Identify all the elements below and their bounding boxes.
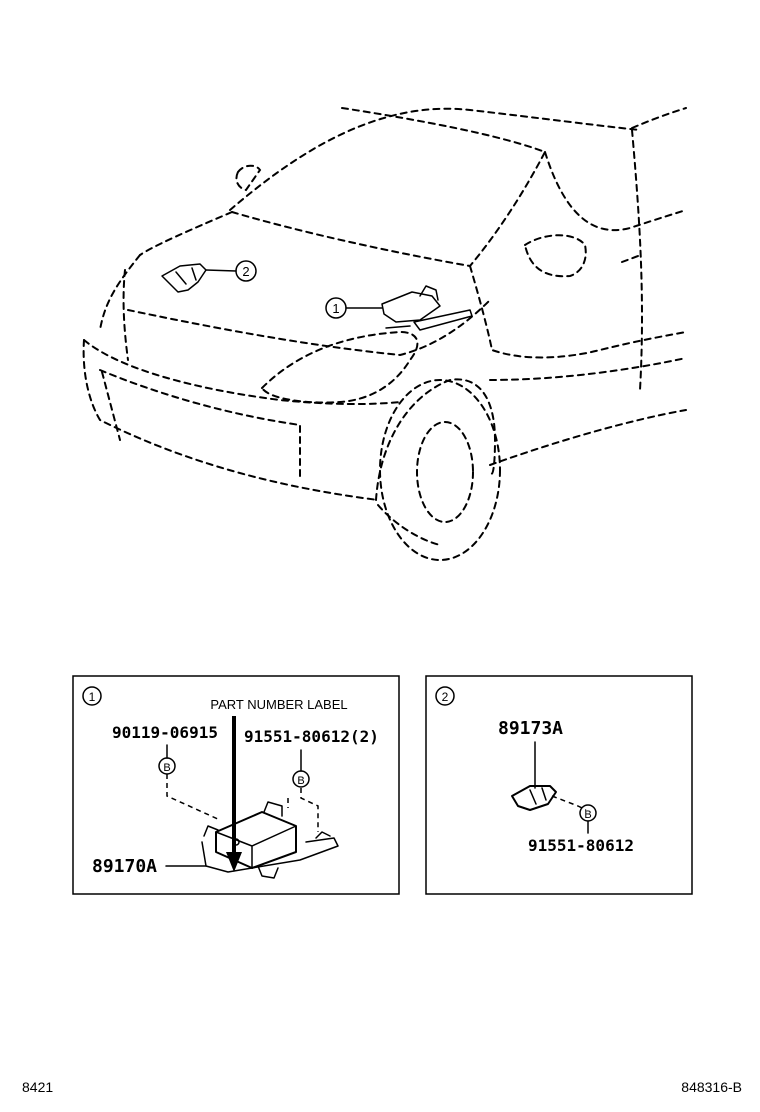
label-arrow-head: [226, 852, 242, 872]
hood-left-edge: [99, 254, 141, 331]
body-side-line: [489, 357, 687, 381]
bumper-upper: [83, 339, 401, 406]
front-tab: [203, 825, 219, 837]
airbag-module-edges: [215, 825, 297, 869]
roof-rear: [631, 107, 687, 129]
footer-left-code: 8421: [22, 1079, 53, 1095]
front-sensor-detail: [529, 787, 547, 805]
panel-2-index-circle: [435, 686, 455, 706]
panel-1-index-circle: [82, 686, 102, 706]
windshield-top: [341, 107, 546, 153]
door-edge: [631, 129, 643, 391]
overview-sensor-2: [161, 263, 237, 293]
callout-2-circle: [235, 260, 257, 282]
module-1-lower: [385, 325, 411, 329]
rear-bracket: [263, 801, 283, 817]
nut-dash-path: [287, 788, 319, 832]
sensor-2-detail: [175, 267, 197, 285]
nut-part-number: 91551-80612(2): [244, 727, 379, 746]
hood-front: [122, 269, 129, 361]
rocker-line: [489, 409, 687, 466]
fender-line: [469, 265, 687, 359]
panel-1-index: 1: [89, 690, 96, 704]
grille-side: [101, 371, 121, 441]
tire-bottom: [377, 504, 441, 546]
tag-b-right-circle: [292, 770, 310, 788]
a-pillar: [544, 151, 687, 232]
detail-panel-1: 1 PART NUMBER LABEL 90119-06915 91551-80…: [72, 675, 400, 895]
callout-1-number: 1: [332, 301, 339, 316]
sensor-nut-part-number: 91551-80612: [528, 836, 634, 855]
side-mirror: [523, 234, 587, 278]
footer-right-code: 848316-B: [681, 1079, 742, 1095]
panel-2-frame: [425, 675, 693, 895]
connector-dot: [232, 838, 240, 846]
detail-panel-2: 2 89173A B 91551-80612: [425, 675, 693, 895]
leader-line-2: [205, 269, 237, 272]
windshield-lower: [231, 151, 546, 268]
panel-2-index: 2: [442, 690, 449, 704]
vehicle-outline: [82, 107, 687, 561]
wheel-arch: [375, 378, 497, 501]
grille-outline: [99, 369, 301, 481]
side-tab: [315, 831, 331, 839]
module-1-bracket: [419, 285, 439, 301]
hood-crease: [127, 299, 491, 357]
tag-b: B: [584, 809, 591, 821]
module-1-body: [381, 291, 441, 323]
hood-upper-left: [139, 211, 233, 256]
overview-module-1: [345, 285, 473, 331]
tag-b-left: B: [163, 762, 170, 774]
bolt-part-number: 90119-06915: [112, 723, 218, 742]
bumper-lower: [82, 339, 379, 501]
module-part-number: 89170A: [92, 856, 157, 877]
sensor-2-body: [161, 263, 207, 293]
left-mirror: [235, 164, 262, 192]
roof-edge: [229, 107, 641, 211]
front-sensor-body: [511, 785, 557, 811]
bolt-dash-path: [166, 774, 221, 821]
callout-2: 2: [235, 260, 257, 282]
callout-1-circle: [325, 297, 347, 319]
wheel-inner: [416, 421, 474, 523]
sensor-dash-path: [551, 795, 587, 811]
wheel-outer: [379, 379, 501, 561]
part-number-label-text: PART NUMBER LABEL: [210, 697, 347, 712]
lower-tab: [257, 865, 279, 879]
callout-1: 1: [325, 297, 347, 319]
callout-2-number: 2: [242, 264, 249, 279]
sensor-part-number: 89173A: [498, 718, 563, 739]
airbag-module-body: [215, 811, 297, 869]
module-1-plate: [413, 309, 473, 331]
door-handle: [621, 255, 639, 263]
headlamp: [260, 330, 419, 404]
tag-b-right: B: [297, 775, 304, 787]
